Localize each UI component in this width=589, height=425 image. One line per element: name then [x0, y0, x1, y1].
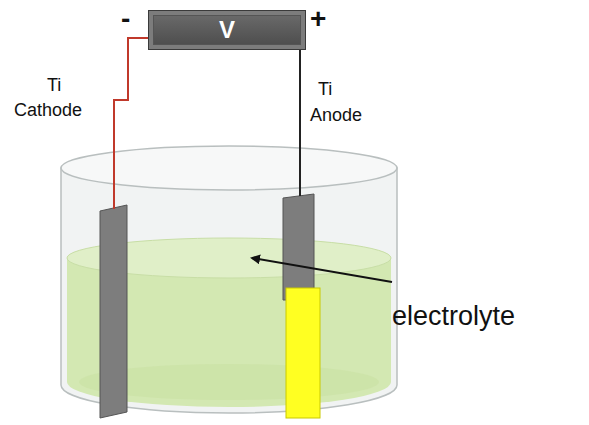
anode-wire	[299, 50, 301, 196]
part-label: electrolyte	[392, 302, 515, 332]
anode-coating	[286, 288, 320, 418]
electrode-name: Cathode	[14, 101, 82, 121]
cathode-plate	[100, 205, 127, 418]
power-supply: V	[148, 10, 306, 50]
electrode-material: Ti	[47, 76, 61, 96]
leader-arrow	[252, 258, 392, 282]
electrode-material: Ti	[318, 80, 332, 100]
electrode-name: Anode	[310, 106, 362, 126]
beaker-rim	[61, 146, 397, 190]
voltage-symbol: V	[219, 16, 235, 44]
terminal-sign: +	[310, 4, 326, 35]
terminal-sign: -	[121, 4, 130, 35]
cathode-wire	[114, 38, 149, 209]
anode-plate	[283, 194, 314, 300]
